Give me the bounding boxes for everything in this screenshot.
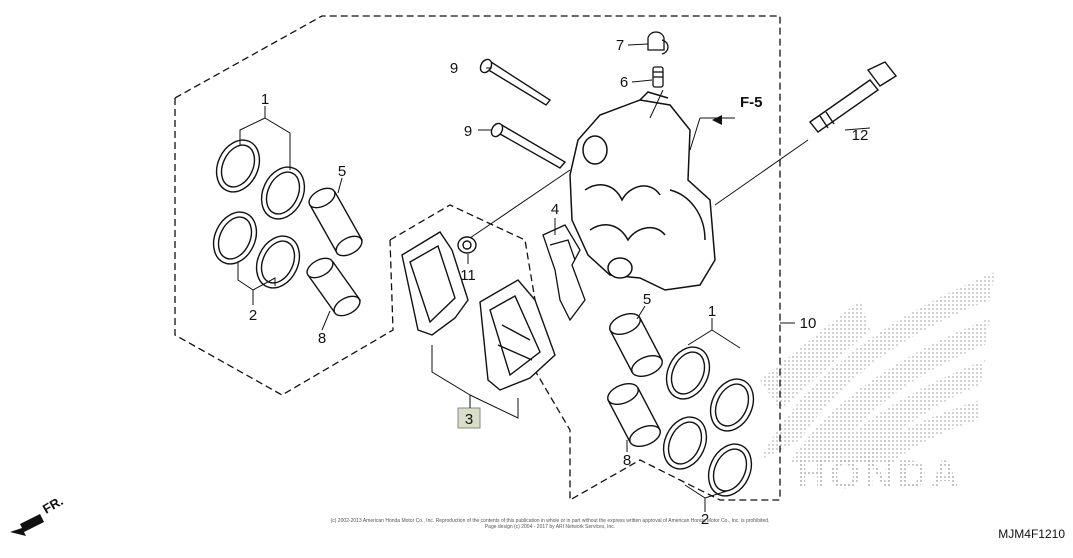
callout-11: 11 [460,267,476,284]
piston-seal-rings-right [662,346,755,497]
callout-9-mid: 9 [464,123,472,140]
callout-10: 10 [800,315,817,332]
ref-arrow-icon [712,115,722,125]
callout-4: 4 [551,201,559,218]
brake-pad-set [401,231,556,391]
pad-spring-4 [542,224,586,322]
callout-8-right: 8 [623,452,631,469]
left-kit-boundary [174,98,394,396]
callout-8-left: 8 [318,330,326,347]
callout-9-top: 9 [450,60,458,77]
washer-11 [457,236,477,254]
pistons-right [607,313,663,447]
honda-watermark-text: HONDA [797,453,964,497]
assembly-boundary-10 [174,15,781,502]
front-direction-icon [10,514,44,536]
caliper-body [569,91,716,291]
bleeder-screw-6 [652,66,664,88]
ref-label-f5: F-5 [740,94,763,111]
copyright-line-2: Page design (c) 2004 - 2017 by ARI Netwo… [484,524,616,530]
copyright-notice: (c) 2002-2013 American Honda Motor Co., … [240,518,860,530]
callout-3: 3 [465,411,473,428]
callout-5-right: 5 [643,291,651,308]
pad-set-highlight [457,407,481,429]
honda-wing-watermark [760,272,995,462]
callout-2-right: 2 [701,511,709,528]
callout-5-left: 5 [338,163,346,180]
mounting-bolt-12 [808,61,898,133]
callout-2-left: 2 [249,307,257,324]
piston-seal-rings-left [212,139,306,289]
pistons-left [306,187,363,317]
front-label: FR. [40,493,66,516]
diagram-id: MJM4F1210 [998,527,1065,541]
pad-pins-9 [479,58,567,169]
bleeder-cap-7 [647,31,669,55]
callout-1-left: 1 [261,91,269,108]
callout-6: 6 [620,74,628,91]
callout-12: 12 [852,127,869,144]
leader-lines [237,43,871,512]
copyright-line-1: (c) 2002-2013 American Honda Motor Co., … [330,518,770,524]
callout-7: 7 [616,37,624,54]
pad-kit-boundary [389,204,541,346]
callout-1-right: 1 [708,303,716,320]
